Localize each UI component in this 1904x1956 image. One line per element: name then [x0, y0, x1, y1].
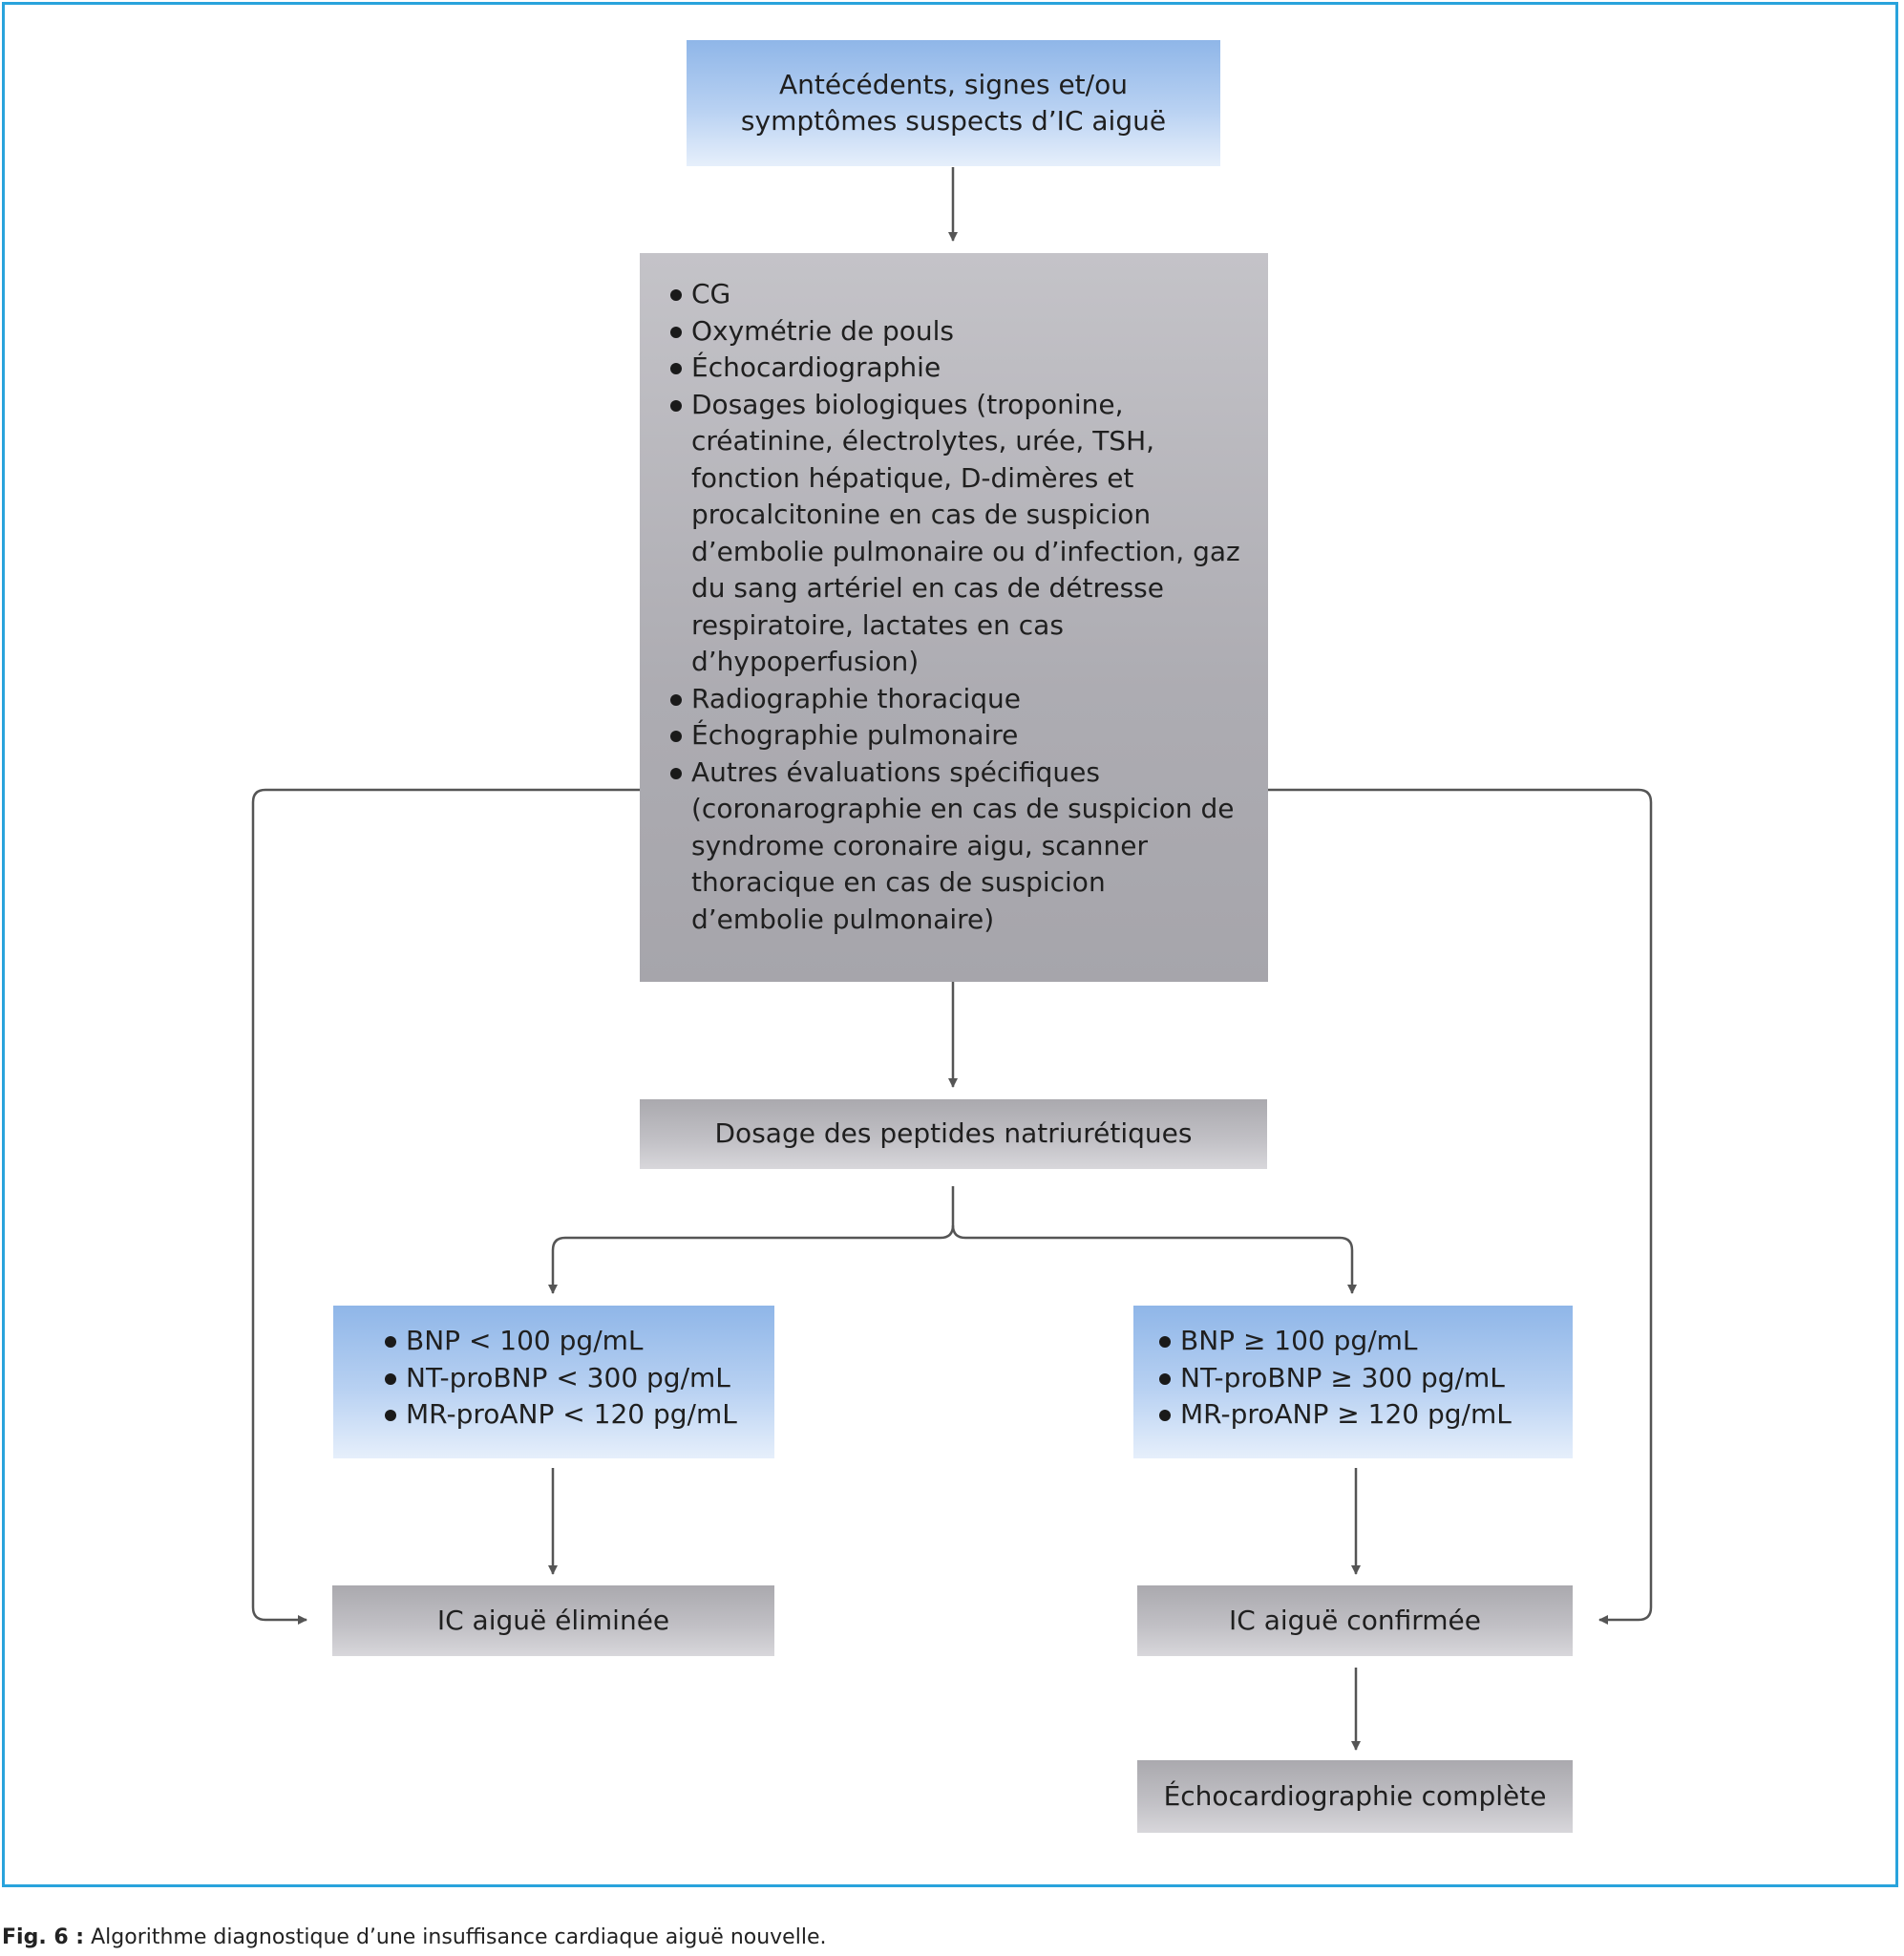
low-list: BNP < 100 pg/mL NT-proBNP < 300 pg/mL MR… — [383, 1323, 774, 1434]
exams-item: Échocardiographie — [668, 350, 1241, 387]
node-confirmed-label: IC aiguë confirmée — [1229, 1604, 1481, 1636]
exams-item: Radiographie thoracique — [668, 681, 1241, 718]
edge-peptides-high — [951, 1224, 1357, 1294]
caption-label: Fig. 6 : — [2, 1925, 85, 1949]
node-peptides: Dosage des peptides natriurétiques — [640, 1099, 1267, 1169]
node-exams: CG Oxymétrie de pouls Échocardiographie … — [640, 253, 1268, 982]
node-excluded: IC aiguë éliminée — [332, 1585, 774, 1656]
exams-item: CG — [668, 276, 1241, 313]
high-item: MR-proANP ≥ 120 pg/mL — [1157, 1396, 1573, 1434]
high-list: BNP ≥ 100 pg/mL NT-proBNP ≥ 300 pg/mL MR… — [1157, 1323, 1573, 1434]
node-start: Antécédents, signes et/ou symptômes susp… — [687, 40, 1220, 166]
low-item: NT-proBNP < 300 pg/mL — [383, 1360, 774, 1397]
exams-item: Dosages biologiques (troponine, créatini… — [668, 387, 1241, 681]
high-item: NT-proBNP ≥ 300 pg/mL — [1157, 1360, 1573, 1397]
node-echo: Échocardiographie complète — [1137, 1760, 1573, 1833]
exams-item: Autres évaluations spécifiques (coronaro… — [668, 755, 1241, 939]
node-excluded-label: IC aiguë éliminée — [436, 1604, 670, 1636]
exams-list: CG Oxymétrie de pouls Échocardiographie … — [668, 276, 1241, 938]
figure-caption: Fig. 6 : Algorithme diagnostique d’une i… — [2, 1924, 826, 1952]
node-echo-label: Échocardiographie complète — [1163, 1779, 1547, 1812]
node-peptides-label: Dosage des peptides natriurétiques — [714, 1117, 1193, 1150]
node-start-line-1: Antécédents, signes et/ou — [779, 68, 1128, 100]
node-start-line-2: symptômes suspects d’IC aiguë — [740, 105, 1167, 137]
low-item: MR-proANP < 120 pg/mL — [383, 1396, 774, 1434]
edge-exams-confirmed — [1268, 788, 1653, 1625]
high-item: BNP ≥ 100 pg/mL — [1157, 1323, 1573, 1360]
caption-text: Algorithme diagnostique d’une insuffisan… — [84, 1925, 827, 1949]
node-low: BNP < 100 pg/mL NT-proBNP < 300 pg/mL MR… — [333, 1306, 774, 1458]
node-confirmed: IC aiguë confirmée — [1137, 1585, 1573, 1656]
exams-item: Oxymétrie de pouls — [668, 313, 1241, 351]
exams-item: Échographie pulmonaire — [668, 717, 1241, 755]
figure-frame — [2, 2, 1898, 1887]
low-item: BNP < 100 pg/mL — [383, 1323, 774, 1360]
edge-exams-excluded — [251, 788, 640, 1625]
edge-peptides-split — [548, 1186, 955, 1294]
node-high: BNP ≥ 100 pg/mL NT-proBNP ≥ 300 pg/mL MR… — [1133, 1306, 1573, 1458]
